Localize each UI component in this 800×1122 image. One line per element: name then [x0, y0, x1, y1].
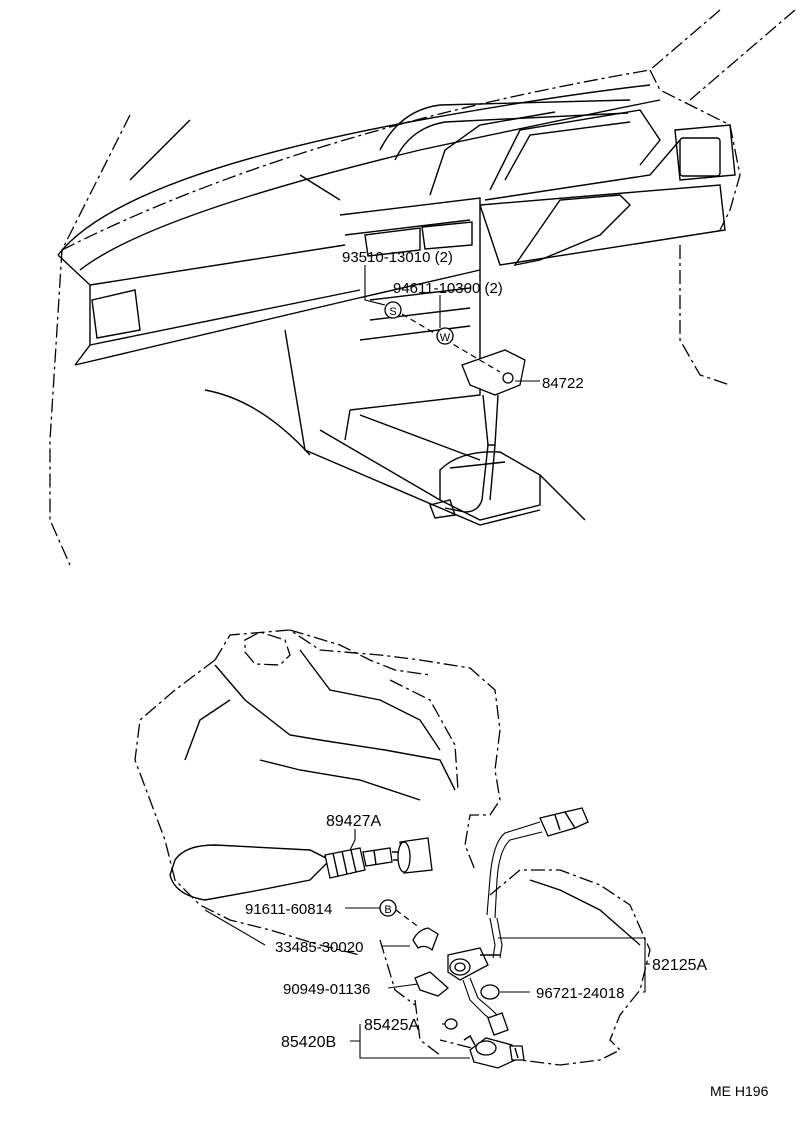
o-ring-part-number: 96721-24018	[536, 985, 624, 1002]
clamp	[412, 927, 439, 952]
engine-illustration	[134, 629, 651, 1066]
washer-part-number: 94611-10300 (2)	[393, 280, 503, 297]
washer-symbol: W	[436, 327, 454, 345]
svg-text:W: W	[440, 332, 451, 344]
o-ring-small	[444, 1018, 458, 1030]
bolt-symbol: B	[379, 899, 397, 917]
switch-part-number: 84722	[542, 375, 584, 392]
bracket-part-number: 90949-01136	[283, 981, 370, 998]
top-leaders	[364, 265, 540, 382]
o-ring-large	[480, 984, 500, 1000]
clamp-part-number: 33485-30020	[275, 939, 363, 956]
harness-part-number: 82125A	[652, 957, 707, 974]
o-ring-small-part-number: 85425A	[364, 1017, 419, 1034]
svg-text:B: B	[384, 904, 391, 916]
speed-sensor	[324, 837, 433, 879]
diagram-code: ME H196	[710, 1083, 769, 1099]
solenoid	[463, 1034, 525, 1069]
bottom-leaders	[204, 829, 650, 1059]
dashboard-illustration	[49, 9, 796, 566]
svg-text:S: S	[389, 306, 396, 318]
bracket	[414, 971, 450, 997]
screw-symbol: S	[384, 301, 402, 319]
bolt-part-number: 91611-60814	[245, 901, 332, 918]
speed-sensor-part-number: 89427A	[326, 813, 381, 830]
harness-assembly	[447, 807, 589, 1036]
solenoid-part-number: 85420B	[281, 1034, 336, 1051]
screw-part-number: 93510-13010 (2)	[342, 249, 453, 266]
